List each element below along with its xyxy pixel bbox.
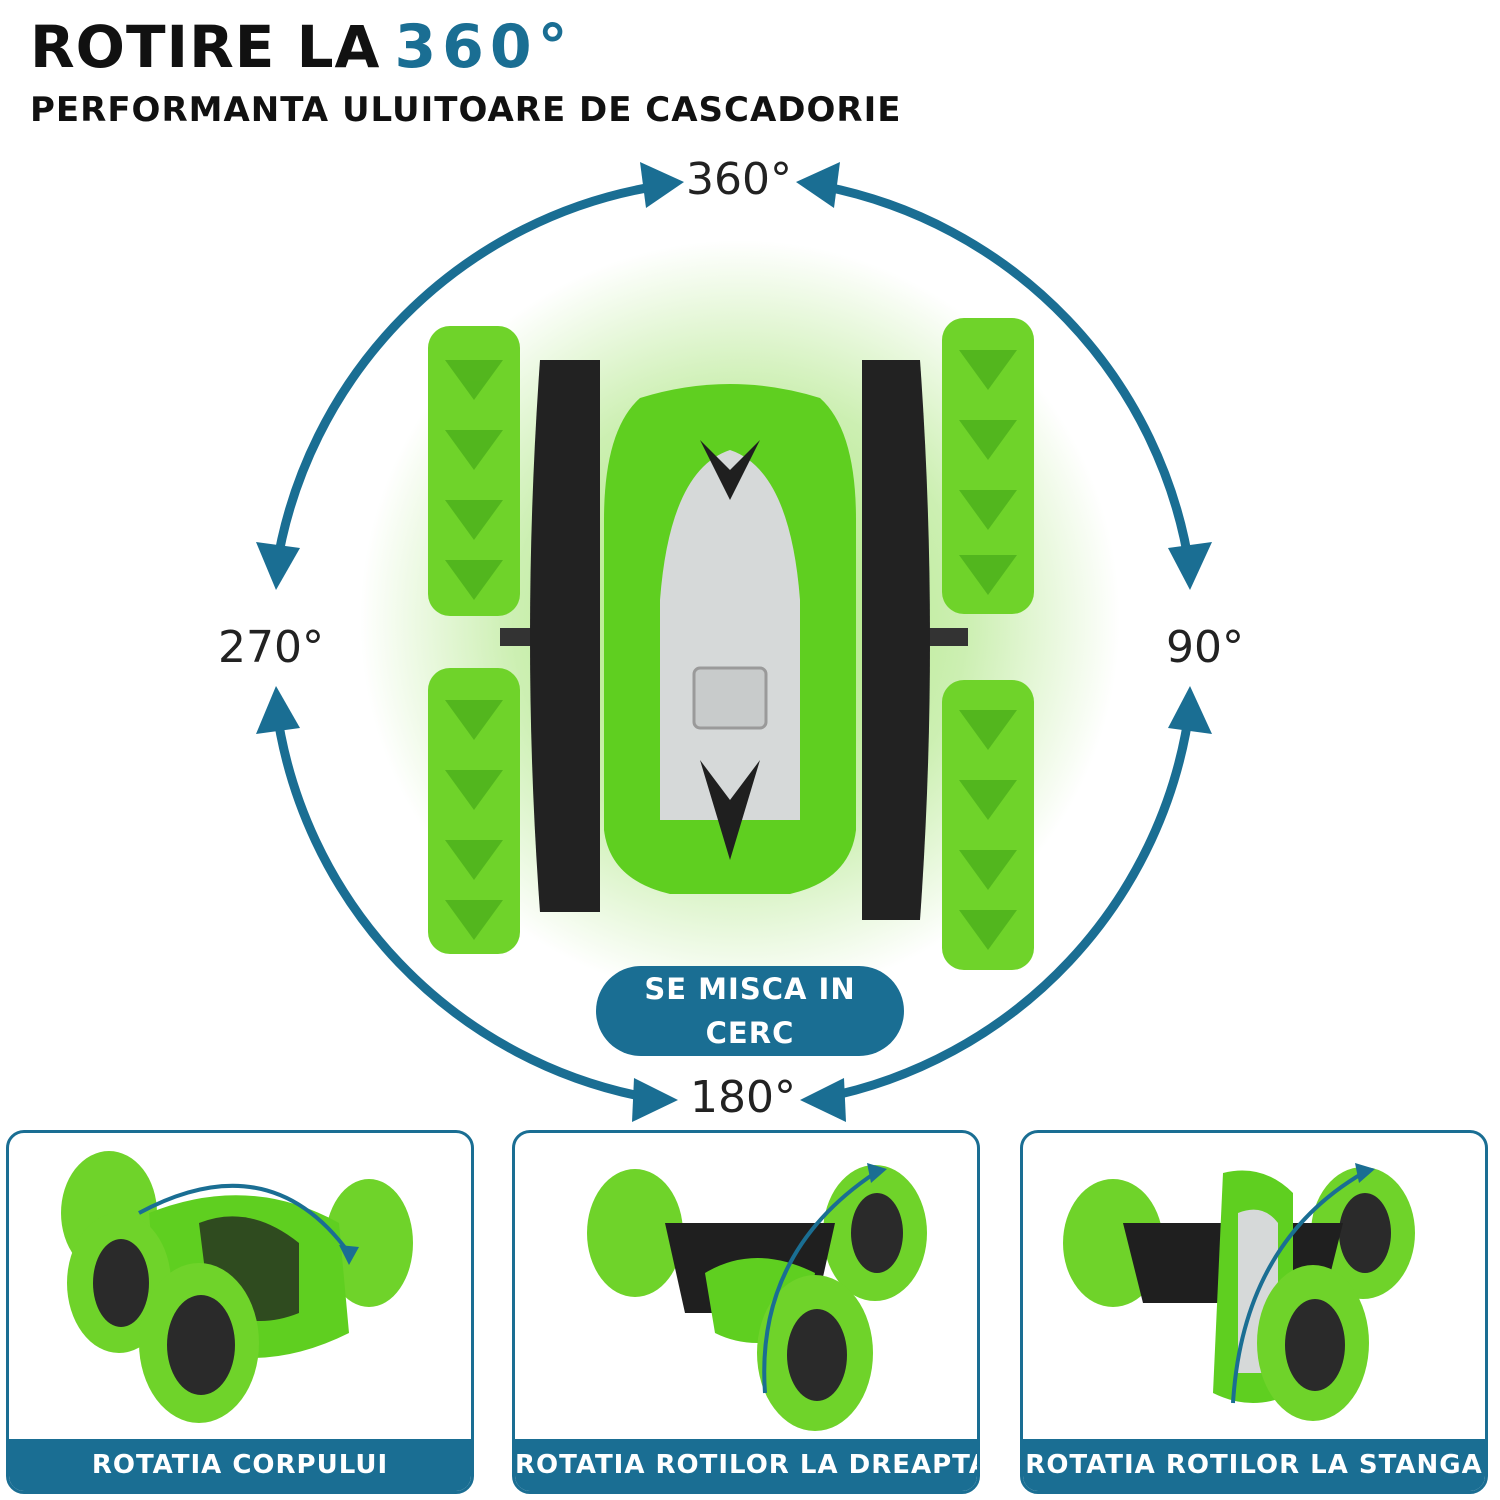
panel-body-rotation: ROTATIA CORPULUI <box>6 1130 474 1494</box>
panel-left-wheel-rotation: ROTATIA ROTILOR LA STANGA <box>1020 1130 1488 1494</box>
side-pod-left <box>530 360 600 912</box>
arrow-bottom-right-icon <box>800 1078 846 1122</box>
power-switch <box>692 666 768 730</box>
wheel-front-right <box>942 318 1034 614</box>
tread-pattern <box>445 350 1017 950</box>
title-degree: 360° <box>394 12 574 82</box>
wheel-rear-left <box>428 668 520 954</box>
car-accent-top <box>700 440 760 500</box>
title-text: ROTIRE LA <box>30 13 381 81</box>
panel-label: ROTATIA ROTILOR LA STANGA <box>1023 1439 1485 1491</box>
arc-bottom-right <box>817 701 1195 1103</box>
car-image-right-rotation <box>587 1163 927 1431</box>
car-accent-bottom <box>700 760 760 860</box>
axle-right <box>928 628 968 646</box>
circle-motion-badge: SE MISCA IN CERC <box>596 966 904 1056</box>
car-image-left-rotation <box>1063 1163 1415 1421</box>
panel-label: ROTATIA ROTILOR LA DREAPTA <box>515 1439 977 1491</box>
degree-label-right: 90° <box>1166 622 1244 673</box>
arrow-top-left-icon <box>640 162 684 208</box>
wheel-rear-right <box>942 680 1034 970</box>
arc-top-left <box>271 181 663 575</box>
rotation-arcs <box>271 181 1195 1103</box>
arrow-left-up-icon <box>256 542 300 590</box>
degree-label-left: 270° <box>218 622 324 673</box>
subtitle: PERFORMANTA ULUITOARE DE CASCADORIE <box>30 90 902 130</box>
arrow-left-down-icon <box>256 686 300 734</box>
car-image-body-rotation <box>61 1151 413 1423</box>
axle-left <box>500 628 540 646</box>
arrow-right-up-icon <box>1168 686 1212 734</box>
arrow-bottom-left-icon <box>632 1078 678 1122</box>
car-center <box>660 450 800 820</box>
rotation-diagram <box>256 162 1212 1122</box>
arrow-top-right-icon <box>796 162 840 208</box>
arrow-right-down-icon <box>1168 542 1212 590</box>
arrowheads <box>256 162 1212 1122</box>
panel-label: ROTATIA CORPULUI <box>9 1439 471 1491</box>
degree-label-bottom: 180° <box>690 1072 796 1123</box>
arc-top-right <box>817 181 1195 575</box>
car-top-view <box>428 318 1034 970</box>
side-pod-right <box>862 360 930 920</box>
panel-right-wheel-rotation: ROTATIA ROTILOR LA DREAPTA <box>512 1130 980 1494</box>
degree-label-top: 360° <box>686 154 792 205</box>
badge-text: SE MISCA IN CERC <box>644 972 856 1050</box>
wheel-front-left <box>428 326 520 616</box>
arc-bottom-left <box>271 701 655 1103</box>
